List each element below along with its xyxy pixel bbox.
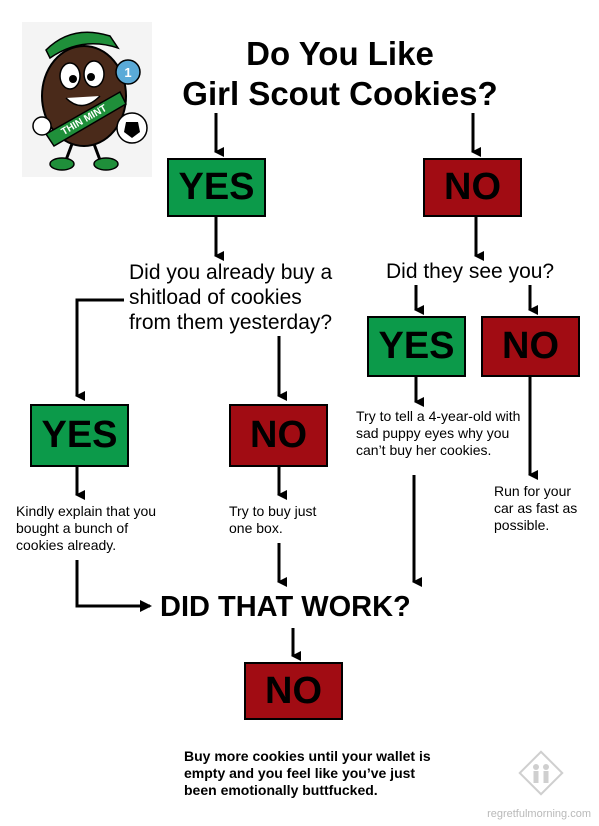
box-left-no: NO <box>229 404 328 467</box>
thin-mint-mascot-illustration: THIN MINT 1 <box>22 22 152 177</box>
box-final-no: NO <box>244 662 343 720</box>
box-seen-no: NO <box>481 316 580 377</box>
question-already-bought: Did you already buy a shitload of cookie… <box>129 261 333 334</box>
question-did-that-work: DID THAT WORK? <box>160 591 411 623</box>
box-top-no: NO <box>423 158 522 217</box>
box-left-yes: YES <box>30 404 129 467</box>
answer-run: Run for your car as fast as possible. <box>494 483 578 533</box>
title-line-2: Girl Scout Cookies? <box>182 75 498 112</box>
family-logo-icon <box>518 750 564 796</box>
arrow-question-to-left-yes <box>75 298 124 401</box>
answer-final: Buy more cookies until your wallet is em… <box>184 748 431 798</box>
chart-title: Do You Like Girl Scout Cookies? <box>150 34 530 114</box>
arrow-explain-to-work <box>75 560 152 612</box>
watermark-text: regretfulmorning.com <box>487 808 591 820</box>
answer-explain: Kindly explain that you bought a bunch o… <box>16 503 157 553</box>
title-line-1: Do You Like <box>246 35 434 72</box>
question-see-you: Did they see you? <box>386 260 555 283</box>
badge-number: 1 <box>124 65 131 80</box>
answer-puppy-eyes: Try to tell a 4-year-old with sad puppy … <box>356 408 521 458</box>
box-top-yes: YES <box>167 158 266 217</box>
answer-buy-one: Try to buy just one box. <box>229 503 317 536</box>
box-seen-yes: YES <box>367 316 466 377</box>
